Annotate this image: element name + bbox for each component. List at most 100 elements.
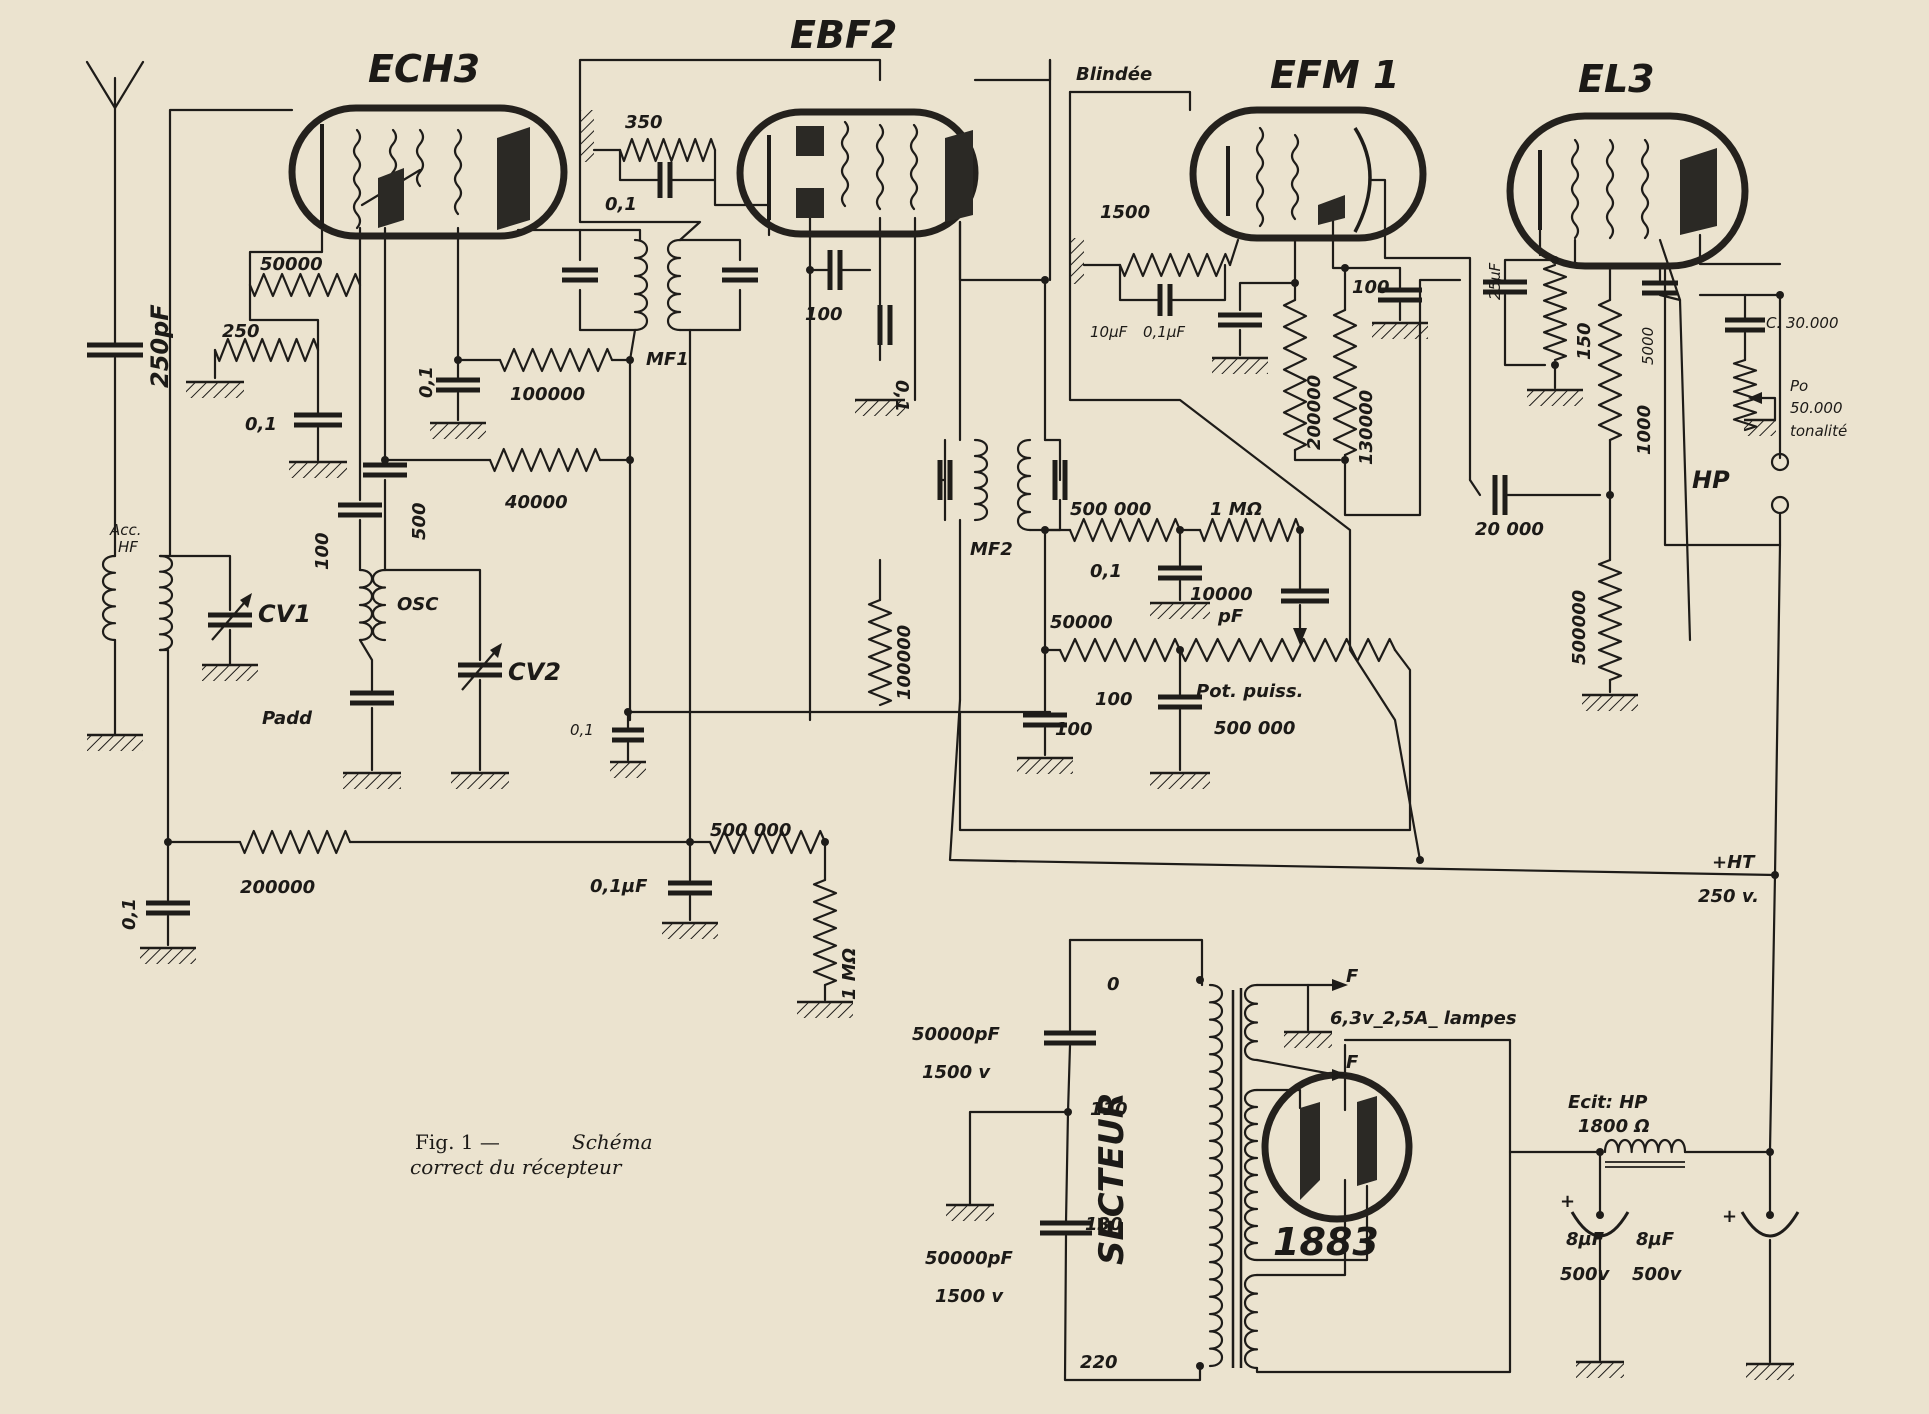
junction-dot [1596,1148,1604,1156]
resistor-symbol [1178,637,1397,663]
label-r-1mohm-agc: 1 MΩ [839,948,860,1000]
ground-hatch [1212,358,1268,374]
filament-arrow [1332,979,1348,991]
label-tap-110: 110 [1090,1099,1128,1120]
ground-hatch [855,400,905,416]
ground-icon [1576,1360,1624,1378]
label-antenna-capacitor: 250pF [146,304,174,388]
junction-dot [1776,291,1784,299]
label-r-250: 250 [222,321,260,342]
capacitor-symbol [1492,475,1508,515]
label-c-30000: C. 30.000 [1766,314,1839,332]
capacitor-symbol [1642,280,1678,296]
junction-dot [1041,526,1049,534]
capacitor-symbol [87,342,143,358]
wire [383,568,482,662]
wire [1066,1044,1072,1114]
wire [1468,478,1482,497]
label-c-10uf: 10µF [1090,323,1128,341]
wire [1238,281,1297,312]
junction-dot [381,456,389,464]
wire [1293,448,1342,462]
tube-el3-envelope [1506,112,1749,270]
ground-icon [140,946,196,964]
label-tap-220: 220 [1080,1352,1118,1373]
capacitor-symbol [338,502,382,518]
resistor-symbol [488,447,602,473]
label-c-50000pf-b-voltage: 1500 v [935,1286,1004,1307]
junction-dot [1064,1108,1072,1116]
label-c-10000-unit: pF [1217,606,1244,627]
junction-dot [1341,456,1349,464]
tube-label-efm1: EFM 1 [1270,53,1399,97]
junction-dot [1196,976,1204,984]
electrolytic-capacitor [1570,1211,1630,1238]
label-c-0-1-a: 0,1 [245,414,277,435]
tube-label-rectifier: 1883 [1273,1220,1379,1264]
wire [358,638,374,692]
wire [1043,438,1062,482]
capacitor-symbol [657,162,673,198]
capacitor-symbol [146,900,190,916]
label-padding-capacitor: Padd [262,708,313,729]
tube-grid [875,123,885,211]
label-ht: +HT [1712,852,1756,873]
wire [248,226,324,287]
label-r-500000-agc: 500 000 [710,820,791,841]
label-r-150: 150 [1574,322,1595,360]
label-c-5000: 5000 [1639,327,1657,365]
tube-label-el3: EL3 [1578,57,1655,101]
wire [1760,396,1777,422]
resistor-symbol [618,137,717,163]
resistor-symbol [1282,298,1308,452]
label-c-8uf-b: 8µF [1636,1229,1675,1250]
label-mf1: MF1 [646,349,689,370]
ground-icon [1017,756,1073,774]
capacitor-symbol [1044,1030,1096,1046]
wire [1658,238,1692,642]
caption-line-2: correct du récepteur [410,1155,623,1179]
ground-icon [1150,771,1210,789]
capacitor-symbol [1023,712,1067,728]
junction-dot [1766,1148,1774,1156]
tube-anode [1300,1102,1320,1200]
ground-hatch [1284,1032,1332,1048]
capacitor-symbol [827,250,843,290]
resistor-symbol [1068,517,1182,543]
tube-label-ebf2: EBF2 [790,13,897,57]
wire [1768,873,1777,1152]
label-tap-130: 130 [1085,1214,1123,1235]
component-labels: 250pF Acc. HF CV1 CV2 Padd OSC 50000 250… [109,112,1847,1373]
tube-label-ech3: ECH3 [368,47,480,91]
ground-hatch [1372,323,1428,339]
label-cv2: CV2 [508,658,561,686]
label-oscillator-coil: OSC [397,594,439,615]
resistor-symbol [1597,558,1623,682]
ground-icon [946,1203,994,1221]
ground-icon [1582,693,1638,711]
tube-1883-envelope [1261,1071,1413,1223]
label-mains: SECTEUR [1092,1092,1132,1265]
capacitor-symbol [1218,312,1262,328]
ground-icon [87,733,143,751]
label-volume-pot: Pot. puiss. [1196,681,1303,702]
wire [158,648,170,844]
variable-arrowhead [240,593,252,608]
tube-anode [945,130,973,222]
resistor-symbol [213,337,320,363]
coil-symbol [1016,438,1032,532]
label-tone-pot: Po [1790,377,1808,395]
junction-dot [1041,276,1049,284]
ground-hatch [797,1002,853,1018]
label-c-100-detector-b: 100 [1055,719,1093,740]
ground-hatch [289,462,347,478]
wire [158,554,232,612]
wiper-arrow [1293,628,1307,645]
label-blindee: Blindée [1076,64,1152,85]
tube-anode [1680,148,1717,235]
capacitor-symbol [937,460,953,500]
ground-hatch [946,1205,994,1221]
ground-hatch [1582,695,1638,711]
tube-grid [840,120,850,208]
label-r-350: 350 [625,112,663,133]
